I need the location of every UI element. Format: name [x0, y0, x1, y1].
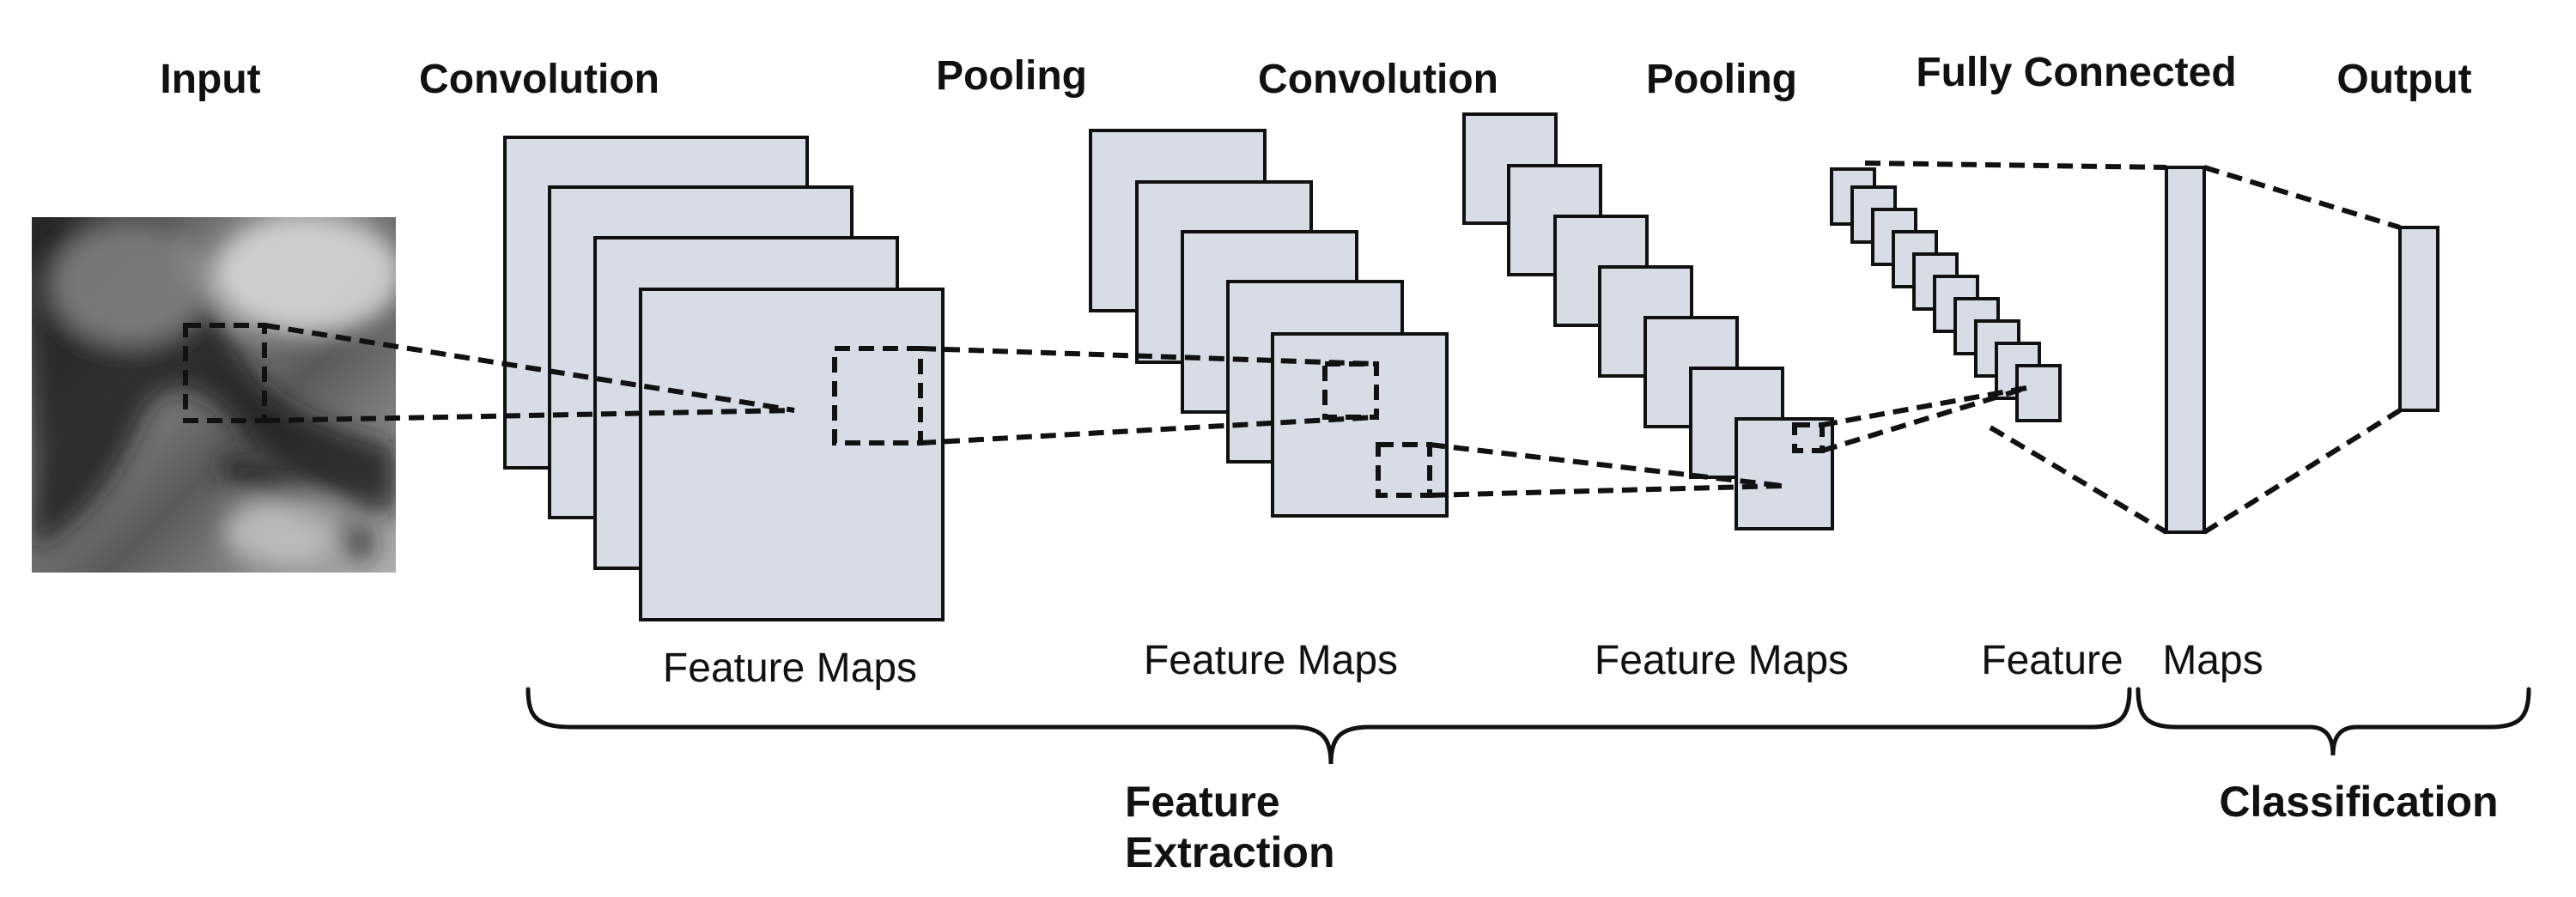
stage-title-convolution-2: Convolution	[1258, 57, 1498, 102]
input-image	[32, 217, 396, 573]
output-layer	[2398, 226, 2439, 412]
connection-line	[2202, 408, 2402, 535]
feature-extraction-brace	[526, 687, 2132, 765]
conv2-feature-maps	[1462, 112, 1834, 530]
connection-line	[920, 415, 1377, 445]
conv1-feature-maps	[503, 136, 945, 621]
connection-line	[1821, 385, 2027, 427]
connection-line	[1864, 161, 2167, 170]
connection-lines	[264, 161, 2402, 535]
connection-line	[1429, 483, 1783, 498]
input-receptive-field	[183, 323, 267, 423]
connection-line	[920, 346, 1377, 367]
stage-title-output: Output	[2336, 57, 2471, 102]
pool1-receptive-field-2	[1376, 442, 1432, 498]
feature-map	[1735, 417, 1834, 530]
feature-maps-label-1: Feature Maps	[663, 645, 917, 691]
feature-maps-label-2: Feature Maps	[1144, 638, 1398, 683]
connection-line	[1429, 442, 1783, 488]
connection-line	[264, 408, 795, 423]
pool1-feature-maps	[1089, 129, 1449, 518]
feature-map	[639, 288, 945, 621]
feature-maps-label-3: Feature Maps	[1595, 638, 1849, 683]
connection-line	[1989, 425, 2168, 535]
conv1-receptive-field	[832, 346, 923, 445]
connection-line	[2203, 165, 2401, 230]
pool1-receptive-field-1	[1322, 361, 1379, 420]
stage-title-convolution-1: Convolution	[419, 57, 659, 102]
dense-layer	[2165, 166, 2206, 534]
stage-title-input: Input	[160, 57, 260, 102]
stage-title-pooling-2: Pooling	[1646, 57, 1797, 102]
feature-extraction-label-line-2: Extraction	[1125, 828, 1335, 876]
classification-brace	[2136, 687, 2531, 756]
feature-maps-label-4b: Maps	[2162, 638, 2263, 683]
feature-map	[2015, 364, 2062, 422]
connection-line	[1821, 385, 2027, 453]
conv2-receptive-field	[1792, 422, 1825, 453]
classification-label: Classification	[2219, 778, 2498, 826]
feature-maps-label-4a: Feature	[1981, 638, 2123, 683]
connection-line	[264, 323, 795, 413]
stage-title-pooling-1: Pooling	[936, 53, 1087, 99]
fc-feature-maps	[1830, 167, 2062, 422]
feature-extraction-label-line-1: Feature	[1125, 778, 1280, 826]
stage-title-fully-connected: Fully Connected	[1916, 50, 2236, 95]
